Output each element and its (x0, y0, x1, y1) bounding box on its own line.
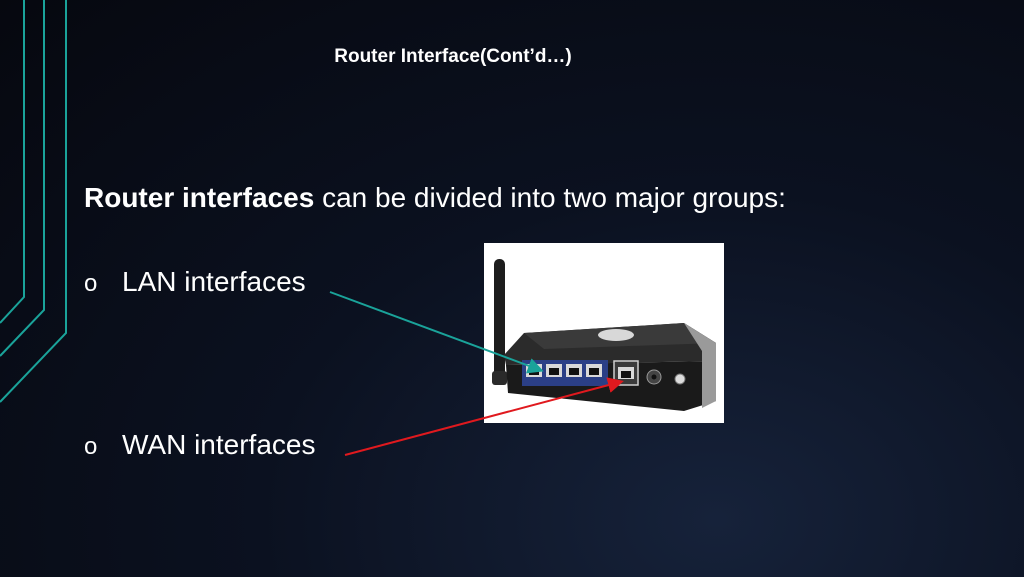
bullet-marker: o (84, 270, 98, 297)
bullet-wan: o WAN interfaces (84, 429, 315, 461)
bullet-label-wan: WAN interfaces (122, 429, 316, 460)
slide-title: Router Interface(Cont’d…) (334, 46, 572, 67)
intro-bold: Router interfaces (84, 182, 315, 213)
router-photo (484, 243, 724, 423)
bullet-label-lan: LAN interfaces (122, 266, 306, 297)
router-logo (598, 329, 634, 341)
intro-rest: can be divided into two major groups: (314, 182, 786, 213)
antenna (494, 259, 505, 383)
decorative-lines (0, 0, 67, 403)
router-illustration (492, 259, 716, 411)
intro-text: Router interfaces can be divided into tw… (84, 182, 786, 214)
bullet-lan: o LAN interfaces (84, 266, 306, 298)
bullet-marker: o (84, 433, 98, 460)
